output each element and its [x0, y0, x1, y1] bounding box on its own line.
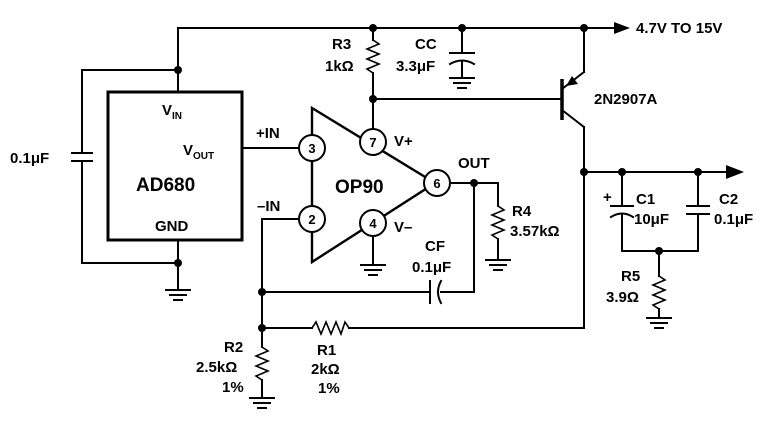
- r2-value: 2.5kΩ: [196, 359, 237, 376]
- junction-dot: [174, 66, 182, 74]
- r1-tolerance: 1%: [318, 380, 340, 397]
- plus-in-label: +IN: [256, 125, 280, 142]
- input-capacitor-value: 0.1μF: [10, 150, 49, 167]
- pin-2-number: 2: [308, 212, 315, 227]
- r4-value: 3.57kΩ: [510, 223, 560, 240]
- cc-capacitor: [448, 27, 476, 89]
- ad680-vin-label: VIN: [162, 102, 182, 122]
- c1-value: 10μF: [634, 211, 669, 228]
- cc-value: 3.3μF: [396, 58, 435, 75]
- pin-7-number: 7: [369, 135, 376, 150]
- r5-name: R5: [621, 268, 640, 285]
- r2-tolerance: 1%: [222, 379, 244, 396]
- supply-voltage-label: 4.7V TO 15V: [636, 20, 722, 37]
- pin-3-circle: [298, 134, 326, 162]
- cc-name: CC: [415, 36, 437, 53]
- r4-resistor: [485, 182, 511, 271]
- cf-capacitor: [261, 182, 475, 305]
- c1-name: C1: [636, 191, 655, 208]
- c2-value: 0.1μF: [714, 211, 753, 228]
- c2-capacitor: [686, 171, 710, 252]
- cf-value: 0.1μF: [412, 259, 451, 276]
- feedback-wiring: [261, 218, 585, 329]
- supply-rail: [177, 22, 630, 93]
- c1-polarity: +: [603, 189, 612, 206]
- ad680-name: AD680: [136, 175, 195, 196]
- vminus-label: V–: [394, 219, 412, 236]
- input-capacitor: [71, 69, 179, 264]
- op90-name: OP90: [335, 177, 384, 198]
- r2-resistor: [249, 327, 275, 409]
- ad680-ground-symbol: [165, 239, 191, 301]
- junction-dot: [580, 168, 588, 176]
- pin-4-number: 4: [369, 216, 377, 231]
- pin-6-number: 6: [433, 176, 440, 191]
- cf-name: CF: [425, 238, 445, 255]
- junction-dot: [369, 24, 377, 32]
- pin-3-number: 3: [308, 141, 315, 156]
- vplus-label: V+: [394, 133, 413, 150]
- r4-name: R4: [512, 203, 532, 220]
- minus-in-label: –IN: [257, 198, 280, 215]
- junction-dot: [580, 24, 588, 32]
- 2n2907a-transistor: [560, 27, 586, 327]
- junction-dot: [174, 259, 182, 267]
- ad680-gnd-label: GND: [155, 218, 189, 235]
- junction-dot: [458, 24, 466, 32]
- r3-resistor: [364, 27, 382, 130]
- r5-value: 3.9Ω: [606, 289, 639, 306]
- ad680-vout-label: VOUT: [183, 142, 214, 162]
- r1-name: R1: [317, 342, 336, 359]
- transistor-name: 2N2907A: [594, 91, 658, 108]
- ad680-chip: [106, 90, 244, 242]
- out-label: OUT: [458, 155, 490, 172]
- r1-resistor: [311, 319, 350, 337]
- r3-name: R3: [332, 36, 351, 53]
- r1-value: 2kΩ: [311, 361, 340, 378]
- r5-resistor: [646, 250, 672, 329]
- r2-name: R2: [224, 339, 243, 356]
- c1-capacitor: [609, 171, 635, 252]
- opamp-ground-symbol: [360, 235, 386, 276]
- c2-name: C2: [719, 191, 738, 208]
- r3-value: 1kΩ: [325, 58, 354, 75]
- output-arrow: [583, 165, 744, 179]
